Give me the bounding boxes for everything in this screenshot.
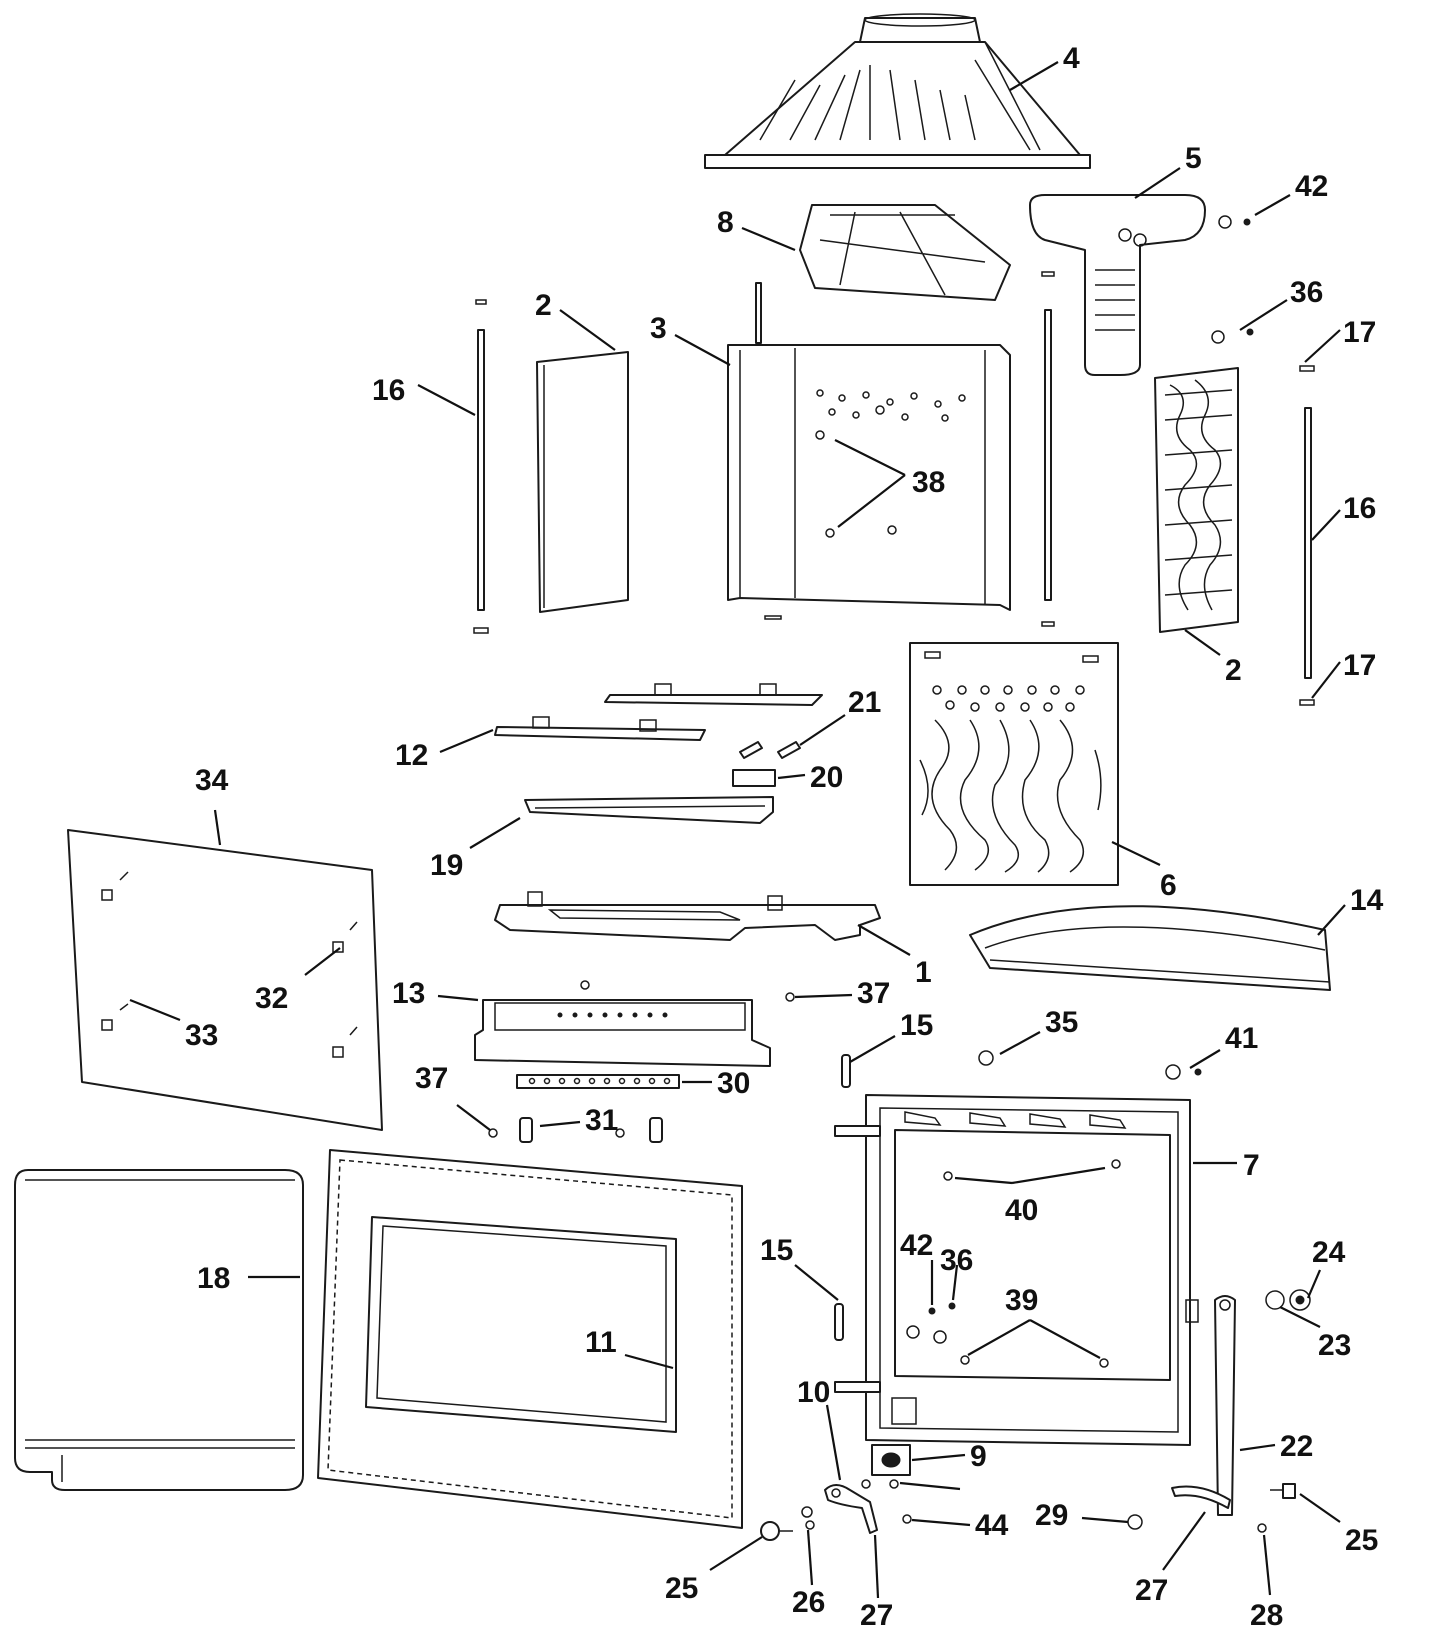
part-hinge-left [760, 1521, 793, 1541]
callout-6: 6 [1160, 869, 1177, 902]
callout-5: 5 [1185, 142, 1202, 175]
part-side-panel-left [536, 351, 629, 613]
part-hood [704, 13, 1091, 169]
part-washers [978, 1050, 1202, 1080]
callout-16: 16 [372, 374, 405, 407]
callout-38: 38 [912, 466, 945, 499]
callout-35: 35 [1045, 1006, 1078, 1039]
callout-labels: 4 5 42 8 36 2 3 17 16 38 16 2 17 21 12 2… [185, 42, 1384, 1632]
part-screws-37 [488, 992, 795, 1138]
callout-34: 34 [195, 764, 229, 797]
part-back-panel [727, 282, 1011, 620]
part-pin-15a [841, 1054, 851, 1088]
callout-29: 29 [1035, 1499, 1068, 1532]
part-hinge-right [1270, 1483, 1296, 1499]
part-front-frame [834, 1094, 1199, 1446]
callout-2: 2 [535, 289, 552, 322]
part-base [494, 891, 881, 941]
part-small-lower [801, 1506, 1267, 1533]
part-baffle [799, 204, 1011, 301]
callout-44: 44 [975, 1509, 1009, 1542]
part-pins [739, 741, 801, 759]
part-grate-top [604, 683, 823, 706]
part-damper-rod [824, 1484, 878, 1534]
part-rod-middle [1041, 271, 1055, 627]
part-small-block [732, 769, 776, 787]
callout-22: 22 [1280, 1430, 1313, 1463]
channel-holes [557, 1012, 668, 1018]
part-decorative-plate [909, 642, 1119, 886]
callout-24: 24 [1312, 1236, 1346, 1269]
callout-26: 26 [792, 1586, 825, 1619]
callout-17: 17 [1343, 649, 1376, 682]
callout-12: 12 [395, 739, 428, 772]
callout-36: 36 [1290, 276, 1323, 309]
part-side-panel-right [1154, 367, 1239, 633]
callout-31: 31 [585, 1104, 618, 1137]
callout-15: 15 [760, 1234, 793, 1267]
callout-2: 2 [1225, 654, 1242, 687]
callout-8: 8 [717, 206, 734, 239]
callout-25: 25 [1345, 1524, 1378, 1557]
part-door [317, 1149, 743, 1529]
callout-36: 36 [940, 1244, 973, 1277]
strip-holes [528, 1077, 671, 1085]
callout-17: 17 [1343, 316, 1376, 349]
callout-15: 15 [900, 1009, 933, 1042]
callout-11: 11 [585, 1326, 617, 1359]
callout-30: 30 [717, 1067, 750, 1100]
part-air-channel [474, 980, 771, 1067]
callout-41: 41 [1225, 1022, 1258, 1055]
callout-42: 42 [900, 1229, 933, 1262]
part-front-trim [969, 905, 1331, 991]
callout-27: 27 [860, 1599, 893, 1632]
callout-13: 13 [392, 977, 425, 1010]
part-strip [516, 1074, 680, 1089]
callout-19: 19 [430, 849, 463, 882]
callout-32: 32 [255, 982, 288, 1015]
part-screws-44 [861, 1479, 912, 1524]
part-rod-right [1299, 365, 1315, 706]
part-knob-washer [1265, 1289, 1311, 1311]
callout-3: 3 [650, 312, 667, 345]
callout-7: 7 [1243, 1149, 1260, 1182]
callout-18: 18 [197, 1262, 230, 1295]
callout-23: 23 [1318, 1329, 1351, 1362]
part-spacers [519, 1117, 663, 1143]
callout-37: 37 [415, 1062, 448, 1095]
callout-4: 4 [1063, 42, 1080, 75]
part-heat-shield [67, 829, 383, 1131]
part-rod-left [473, 299, 489, 634]
callout-39: 39 [1005, 1284, 1038, 1317]
part-handle [1171, 1295, 1236, 1516]
part-grate-lower [494, 716, 706, 741]
part-small-hardware-top [1211, 215, 1254, 344]
callout-20: 20 [810, 761, 843, 794]
part-control-knob [871, 1444, 911, 1476]
callout-25: 25 [665, 1572, 698, 1605]
callout-14: 14 [1350, 884, 1384, 917]
callout-10: 10 [797, 1376, 830, 1409]
plate-holes [932, 685, 1085, 712]
callout-40: 40 [1005, 1194, 1038, 1227]
part-top-bracket [1029, 194, 1206, 376]
part-pin-15b [834, 1303, 844, 1341]
callout-42: 42 [1295, 170, 1328, 203]
part-side-door-cover [14, 1169, 304, 1491]
leader-lines [129, 61, 1346, 1599]
part-ash-pan [524, 796, 774, 824]
callout-21: 21 [848, 686, 881, 719]
callout-1: 1 [915, 956, 932, 989]
callout-16: 16 [1343, 492, 1376, 525]
callout-9: 9 [970, 1440, 987, 1473]
back-panel-holes [815, 389, 966, 538]
callout-27: 27 [1135, 1574, 1168, 1607]
callout-28: 28 [1250, 1599, 1283, 1632]
callout-33: 33 [185, 1019, 218, 1052]
callout-37: 37 [857, 977, 890, 1010]
